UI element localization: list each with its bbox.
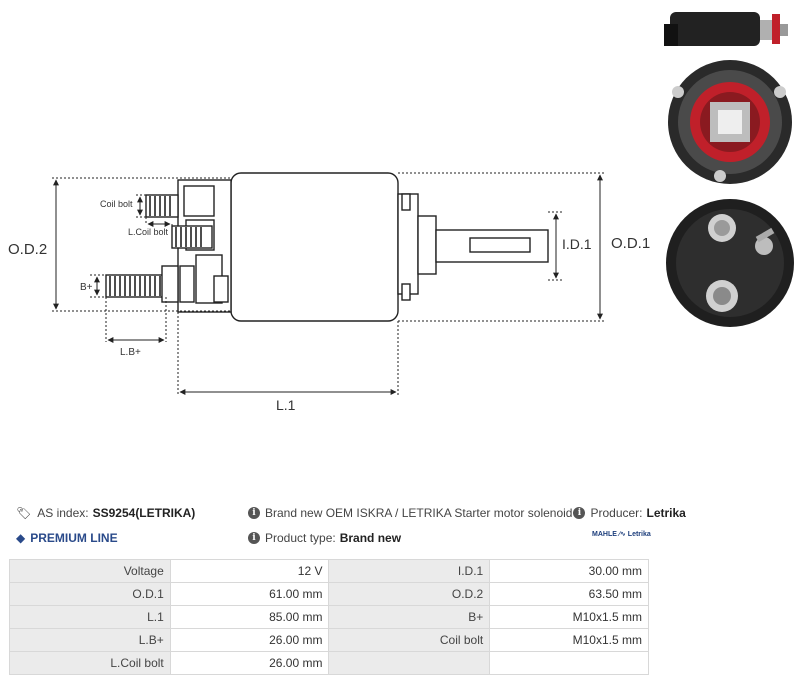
premium-line-label: PREMIUM LINE (30, 531, 118, 545)
producer-label: Producer: (590, 506, 643, 520)
spec-value: M10x1.5 mm (489, 628, 649, 652)
label-l1: L.1 (276, 397, 296, 413)
spec-label: I.D.1 (328, 559, 491, 583)
mahle-letrika-logo: MAHLE ∕∿ Letrika (592, 531, 651, 538)
spec-label: Voltage (9, 559, 171, 583)
spec-value: 30.00 mm (489, 559, 649, 583)
spec-value (489, 651, 649, 675)
spec-value: 85.00 mm (169, 605, 330, 629)
info-icon: i (248, 532, 260, 544)
product-photo-side (664, 12, 788, 46)
table-row: O.D.1 61.00 mm O.D.2 63.50 mm (9, 582, 649, 606)
table-row: L.1 85.00 mm B+ M10x1.5 mm (9, 605, 649, 629)
spec-label: Coil bolt (328, 628, 491, 652)
label-l-b-plus: L.B+ (120, 347, 141, 358)
product-type-row: i Product type: Brand new (248, 531, 401, 545)
label-od2: O.D.2 (8, 241, 47, 258)
product-type-value: Brand new (339, 531, 402, 545)
info-icon: i (248, 507, 260, 519)
spec-label: B+ (328, 605, 491, 629)
spec-value: 26.00 mm (169, 628, 330, 652)
product-photo-rear (666, 199, 794, 327)
table-row: L.Coil bolt 26.00 mm (9, 651, 649, 675)
label-b-plus: B+ (80, 282, 93, 293)
table-row: L.B+ 26.00 mm Coil bolt M10x1.5 mm (9, 628, 649, 652)
spec-label: O.D.1 (9, 582, 171, 606)
table-row: Voltage 12 V I.D.1 30.00 mm (9, 559, 649, 583)
product-type-label: Product type: (265, 531, 336, 545)
label-l-coil-bolt: L.Coil bolt (128, 227, 169, 237)
label-id1: I.D.1 (562, 236, 592, 252)
info-icon: i (573, 507, 586, 519)
spec-value: M10x1.5 mm (489, 605, 649, 629)
specs-table: Voltage 12 V I.D.1 30.00 mm O.D.1 61.00 … (9, 559, 649, 675)
spec-label: L.Coil bolt (9, 651, 171, 675)
as-index-row: 🏷︎ AS index: SS9254(LETRIKA) (16, 506, 195, 520)
label-od1: O.D.1 (611, 235, 650, 252)
as-index-value: SS9254(LETRIKA) (92, 506, 196, 520)
spec-value: 61.00 mm (169, 582, 330, 606)
spec-label: O.D.2 (328, 582, 491, 606)
tag-icon: 🏷︎ (16, 506, 32, 520)
product-photo-front (668, 60, 792, 184)
spec-value: 12 V (169, 559, 330, 583)
premium-line-row: ◆ PREMIUM LINE (16, 531, 118, 545)
spec-label (328, 651, 491, 675)
description-text: Brand new OEM ISKRA / LETRIKA Starter mo… (265, 506, 573, 520)
as-index-label: AS index: (37, 506, 89, 520)
diamond-icon: ◆ (16, 531, 26, 545)
spec-value: 63.50 mm (489, 582, 649, 606)
label-coil-bolt: Coil bolt (100, 199, 133, 209)
spec-label: L.B+ (9, 628, 171, 652)
description-row: i Brand new OEM ISKRA / LETRIKA Starter … (248, 506, 686, 520)
spec-value: 26.00 mm (169, 651, 330, 675)
technical-drawing: O.D.2 O.D.1 I.D.1 L.1 Coil bolt L.Coil b… (8, 172, 650, 413)
producer-value: Letrika (646, 506, 686, 520)
spec-label: L.1 (9, 605, 171, 629)
